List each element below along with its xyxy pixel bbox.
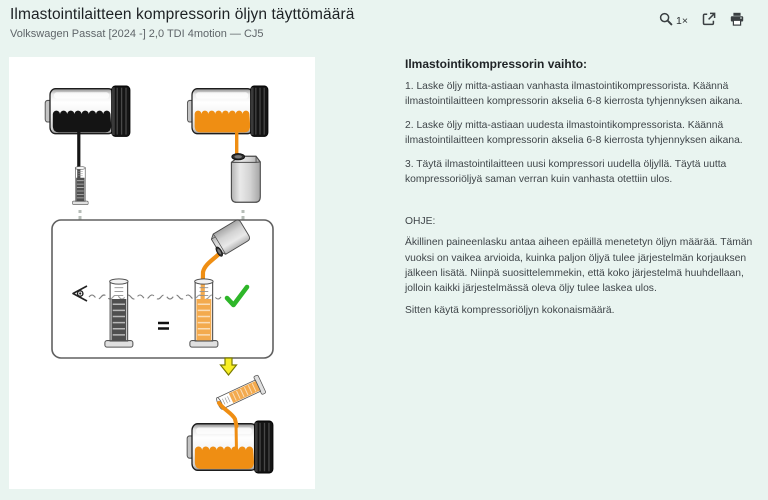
page-title: Ilmastointilaitteen kompressorin öljyn t… <box>10 6 355 23</box>
fill-new-compressor-drawing <box>186 374 274 474</box>
checkmark-icon <box>224 284 250 308</box>
zoom-level-label: 1× <box>676 14 688 27</box>
note-label: OHJE: <box>405 215 436 227</box>
new-compressor-drawing <box>186 85 269 203</box>
old-compressor-drawing <box>44 85 131 206</box>
open-in-new-button[interactable] <box>702 12 716 29</box>
vehicle-subtitle: Volkswagen Passat [2024 -] 2,0 TDI 4moti… <box>10 28 264 40</box>
step-3: 3. Täytä ilmastointilaitteen uusi kompre… <box>405 158 727 186</box>
step-1: 1. Laske öljy mitta-astiaan vanhasta ilm… <box>405 81 743 108</box>
print-icon <box>730 12 744 29</box>
zoom-control[interactable]: 1× <box>659 12 688 29</box>
eye-icon <box>72 285 88 302</box>
equals-sign <box>158 321 169 330</box>
header: Ilmastointilaitteen kompressorin öljyn t… <box>10 6 354 40</box>
open-in-new-icon <box>702 12 716 29</box>
article-heading: Ilmastointikompressorin vaihto: <box>405 57 588 71</box>
yellow-down-arrow <box>219 357 238 376</box>
magnifier-icon <box>659 12 673 29</box>
toolbar: 1× <box>659 12 744 29</box>
article: Ilmastointikompressorin vaihto: 1. Laske… <box>405 50 759 318</box>
figure-illustration <box>44 85 274 474</box>
figure-panel[interactable] <box>9 57 315 489</box>
print-button[interactable] <box>730 12 744 29</box>
step-2: 2. Laske öljy mitta-astiaan uudesta ilma… <box>405 119 743 147</box>
comparison-box <box>51 218 274 359</box>
pour-stream <box>200 250 223 310</box>
note-body: Äkillinen paineenlasku antaa aiheen epäi… <box>405 237 753 295</box>
note-footer: Sitten käytä kompressoriöljyn kokonaismä… <box>405 304 615 316</box>
